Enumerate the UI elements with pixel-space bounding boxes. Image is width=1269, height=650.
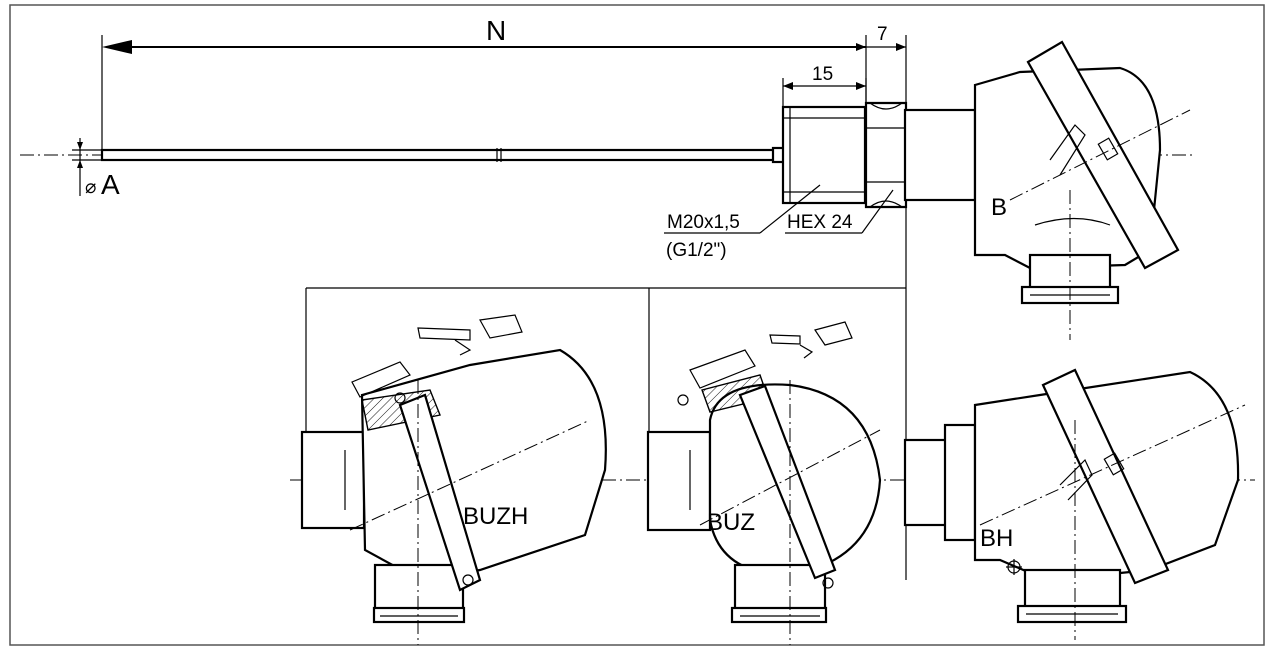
dim-15: 15	[782, 64, 867, 107]
dim-diameter-label: A	[101, 169, 120, 200]
dim-offset-label: 7	[877, 24, 888, 45]
head-bh-drawing	[903, 368, 1246, 640]
dim-n: N 7	[101, 15, 907, 150]
thread-label: M20x1,5	[667, 212, 740, 233]
head-buz-drawing	[646, 321, 882, 645]
thread-alt-label: (G1/2")	[666, 240, 727, 261]
head-buzh-drawing	[300, 314, 607, 645]
head-bh-label: BH	[980, 525, 1013, 552]
dim-thread-length-label: 15	[812, 64, 833, 85]
head-b-label: B	[991, 194, 1007, 221]
dim-n-label: N	[486, 15, 506, 46]
diameter-symbol: ⌀	[85, 177, 96, 198]
thread-callouts: M20x1,5 (G1/2") HEX 24	[664, 184, 894, 261]
head-buz-label: BUZ	[707, 509, 755, 536]
head-buzh-label: BUZH	[463, 503, 528, 530]
head-b-drawing	[973, 40, 1191, 340]
hex-label: HEX 24	[787, 212, 853, 233]
probe-assembly	[20, 40, 1195, 340]
drawing-frame	[9, 4, 1265, 646]
dim-diameter: ⌀ A	[72, 138, 120, 200]
